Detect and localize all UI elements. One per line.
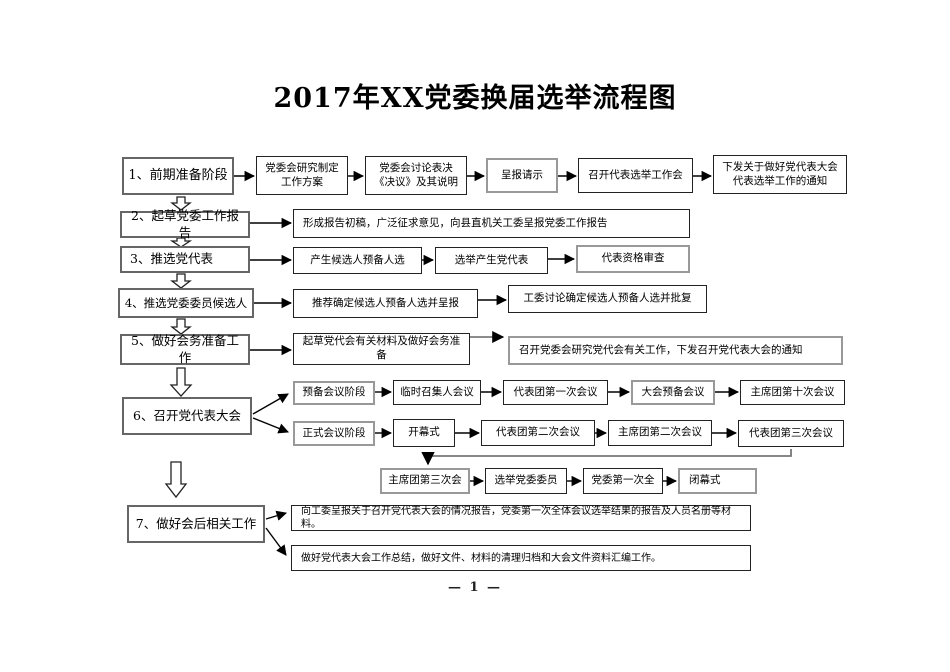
down-block-arrow <box>170 273 192 289</box>
row6-box-delegation-second-meeting: 代表团第二次会议 <box>481 420 595 446</box>
branch-arrow <box>265 510 288 521</box>
row6-box-delegation-third-meeting: 代表团第三次会议 <box>738 420 844 447</box>
row3-box-qualification-review: 代表资格审查 <box>576 245 690 273</box>
row6-box-convener-meeting: 临时召集人会议 <box>393 380 481 405</box>
down-block-arrow <box>169 237 193 248</box>
row3-box-elect-delegates: 选举产生党代表 <box>435 247 548 274</box>
page-number: — 1 — <box>447 580 503 595</box>
row5-box-draft-materials: 起草党代会有关材料及做好会务准备 <box>293 333 470 365</box>
row6-box-prep-stage: 预备会议阶段 <box>293 381 375 405</box>
branch-arrow <box>265 527 287 556</box>
step-box-4: 4、推选党委委员候选人 <box>118 288 254 318</box>
step-box-3: 3、推选党代表 <box>120 246 250 273</box>
row6-box-closing-ceremony: 闭幕式 <box>678 468 757 494</box>
step-box-1: 1、前期准备阶段 <box>122 157 234 195</box>
row6-box-delegation-first-meeting: 代表团第一次会议 <box>503 380 608 405</box>
row6-box-presidium-third-meeting: 主席团第三次会 <box>380 468 470 494</box>
row4-box-recommend-candidates: 推荐确定候选人预备人选并呈报 <box>293 289 478 318</box>
step-box-5: 5、做好会务准备工作 <box>120 333 250 365</box>
branch-arrow <box>252 417 289 434</box>
row4-box-committee-approval: 工委讨论确定候选人预备人选并批复 <box>508 285 707 313</box>
row6-box-presidium-second-meeting: 主席团第二次会议 <box>608 420 712 446</box>
row6-box-opening-ceremony: 开幕式 <box>393 419 455 447</box>
row3-box-candidates: 产生候选人预备人选 <box>293 247 422 274</box>
row5-box-committee-meeting-notice: 召开党委会研究党代会有关工作，下发召开党代表大会的通知 <box>508 336 843 365</box>
row2-box-draft-report: 形成报告初稿，广泛征求意见，向县直机关工委呈报党委工作报告 <box>293 209 690 238</box>
branch-arrow <box>252 393 289 415</box>
down-block-arrow <box>170 196 192 211</box>
step-box-2: 2、起草党委工作报告 <box>120 208 250 240</box>
row6-box-presidium-meeting-a: 主席团第十次会议 <box>740 380 845 405</box>
row6-box-formal-stage: 正式会议阶段 <box>293 421 375 446</box>
down-block-arrow <box>164 461 188 499</box>
row1-box-work-plan: 党委会研究制定工作方案 <box>256 156 348 195</box>
row1-box-issue-notice: 下发关于做好党代表大会代表选举工作的通知 <box>713 155 847 194</box>
row1-box-resolution-vote: 党委会讨论表决《决议》及其说明 <box>365 156 467 195</box>
row6-box-first-plenary: 党委第一次全 <box>583 468 663 494</box>
row7-box-submit-reports: 向工委呈报关于召开党代表大会的情况报告，党委第一次全体会议选举结果的报告及人员名… <box>291 505 751 531</box>
down-block-arrow <box>169 367 193 397</box>
step-box-7: 7、做好会后相关工作 <box>127 505 265 543</box>
row1-box-election-work-meeting: 召开代表选举工作会 <box>578 158 693 193</box>
down-block-arrow <box>170 318 192 335</box>
elbow-connector <box>421 449 792 466</box>
step-box-6: 6、召开党代表大会 <box>122 397 252 435</box>
row7-box-summary-archive: 做好党代表大会工作总结，做好文件、材料的清理归档和大会文件资料汇编工作。 <box>291 545 751 571</box>
row6-box-prep-plenary: 大会预备会议 <box>631 380 715 405</box>
row6-box-elect-committee-members: 选举党委委员 <box>485 468 567 494</box>
page-title: 2017年XX党委换届选举流程图 <box>273 83 677 114</box>
row1-box-submit-request: 呈报请示 <box>486 158 558 193</box>
